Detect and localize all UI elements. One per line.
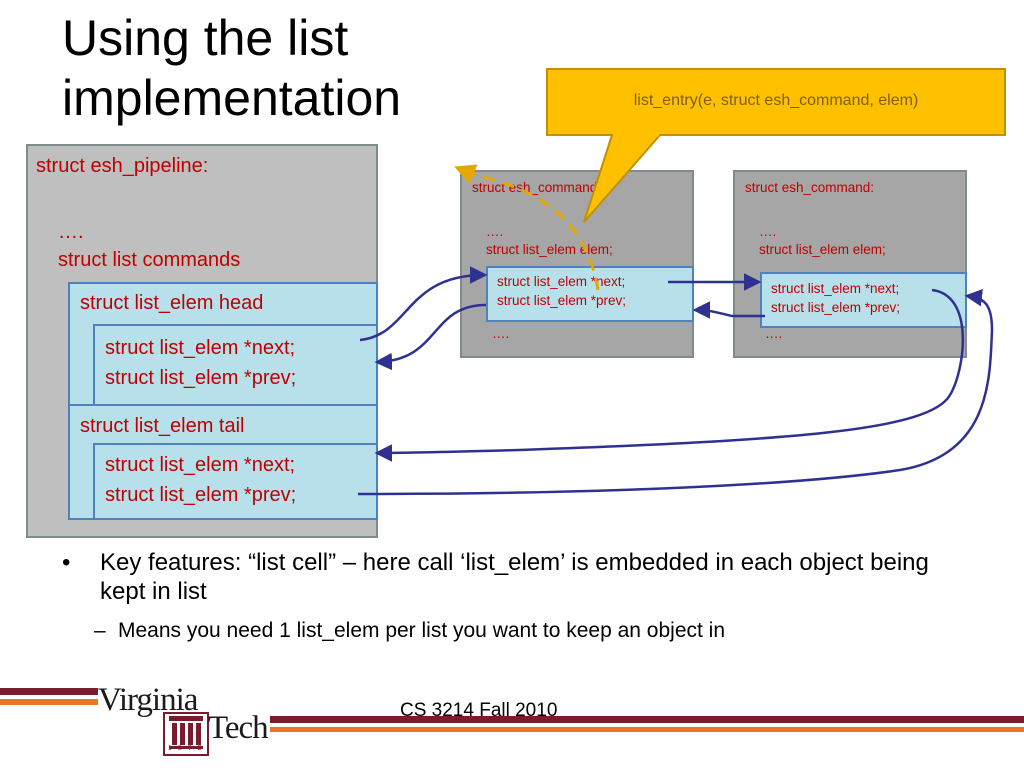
sub-bullet-marker: –: [94, 619, 106, 642]
head-fields-box: struct list_elem *next; struct list_elem…: [93, 324, 378, 406]
pipeline-commands: struct list commands: [58, 249, 241, 271]
esh-command-1-box: struct esh_command: …. struct list_elem …: [460, 170, 694, 358]
command1-prev-field: struct list_elem *prev;: [497, 293, 627, 308]
command2-dots-bottom: ….: [765, 326, 783, 341]
pipeline-dots: ….: [58, 221, 84, 243]
command2-elem-box: struct list_elem *next; struct list_elem…: [760, 272, 967, 328]
head-next-arrow: [359, 266, 488, 342]
tail-fields-box: struct list_elem *next; struct list_elem…: [93, 443, 378, 520]
tail-prev-arrow: [357, 288, 994, 496]
slide-title: Using the list implementation: [62, 10, 402, 126]
tail-label: struct list_elem tail: [80, 415, 245, 437]
command2-prev-field: struct list_elem *prev;: [771, 300, 901, 315]
bullet-text: Key features: “list cell” – here call ‘l…: [100, 549, 929, 605]
command1-next-field: struct list_elem *next;: [497, 274, 626, 289]
pipeline-heading: struct esh_pipeline:: [36, 155, 209, 177]
command1-dots-top: ….: [486, 224, 504, 239]
footer-course: CS 3214 Fall 2010: [400, 700, 558, 721]
command1-elem-decl: struct list_elem elem;: [486, 242, 613, 257]
logo-seal-icon: [163, 712, 209, 756]
callout-text: list_entry(e, struct esh_command, elem): [633, 92, 919, 109]
command2-elem-decl: struct list_elem elem;: [759, 242, 886, 257]
sub-bullet-text: Means you need 1 list_elem per list you …: [118, 619, 726, 642]
callout-pointer: [583, 134, 663, 223]
command2-prev-arrow: [692, 301, 765, 319]
command1-elem-box: struct list_elem *next; struct list_elem…: [486, 266, 694, 322]
tail-next-field: struct list_elem *next;: [105, 454, 296, 476]
command2-next-arrow: [374, 288, 965, 462]
footer-stripes: [0, 688, 1024, 732]
head-prev-field: struct list_elem *prev;: [105, 367, 297, 389]
tail-prev-field: struct list_elem *prev;: [105, 484, 297, 506]
command2-dots-top: ….: [759, 224, 777, 239]
command1-dots-bottom: ….: [492, 326, 510, 341]
logo-year: 1 8 7 2: [168, 745, 204, 752]
head-label: struct list_elem head: [80, 292, 264, 314]
command2-heading: struct esh_command:: [745, 180, 875, 195]
command1-prev-arrow: [374, 303, 487, 371]
logo-tech-text: Tech: [208, 710, 269, 746]
bullet-marker: •: [62, 549, 71, 576]
callout-box: list_entry(e, struct esh_command, elem): [546, 68, 1006, 136]
head-next-field: struct list_elem *next;: [105, 337, 296, 359]
bullet-level2: – Means you need 1 list_elem per list yo…: [94, 618, 998, 644]
command2-next-field: struct list_elem *next;: [771, 281, 900, 296]
container-of-arrow: [454, 164, 600, 291]
